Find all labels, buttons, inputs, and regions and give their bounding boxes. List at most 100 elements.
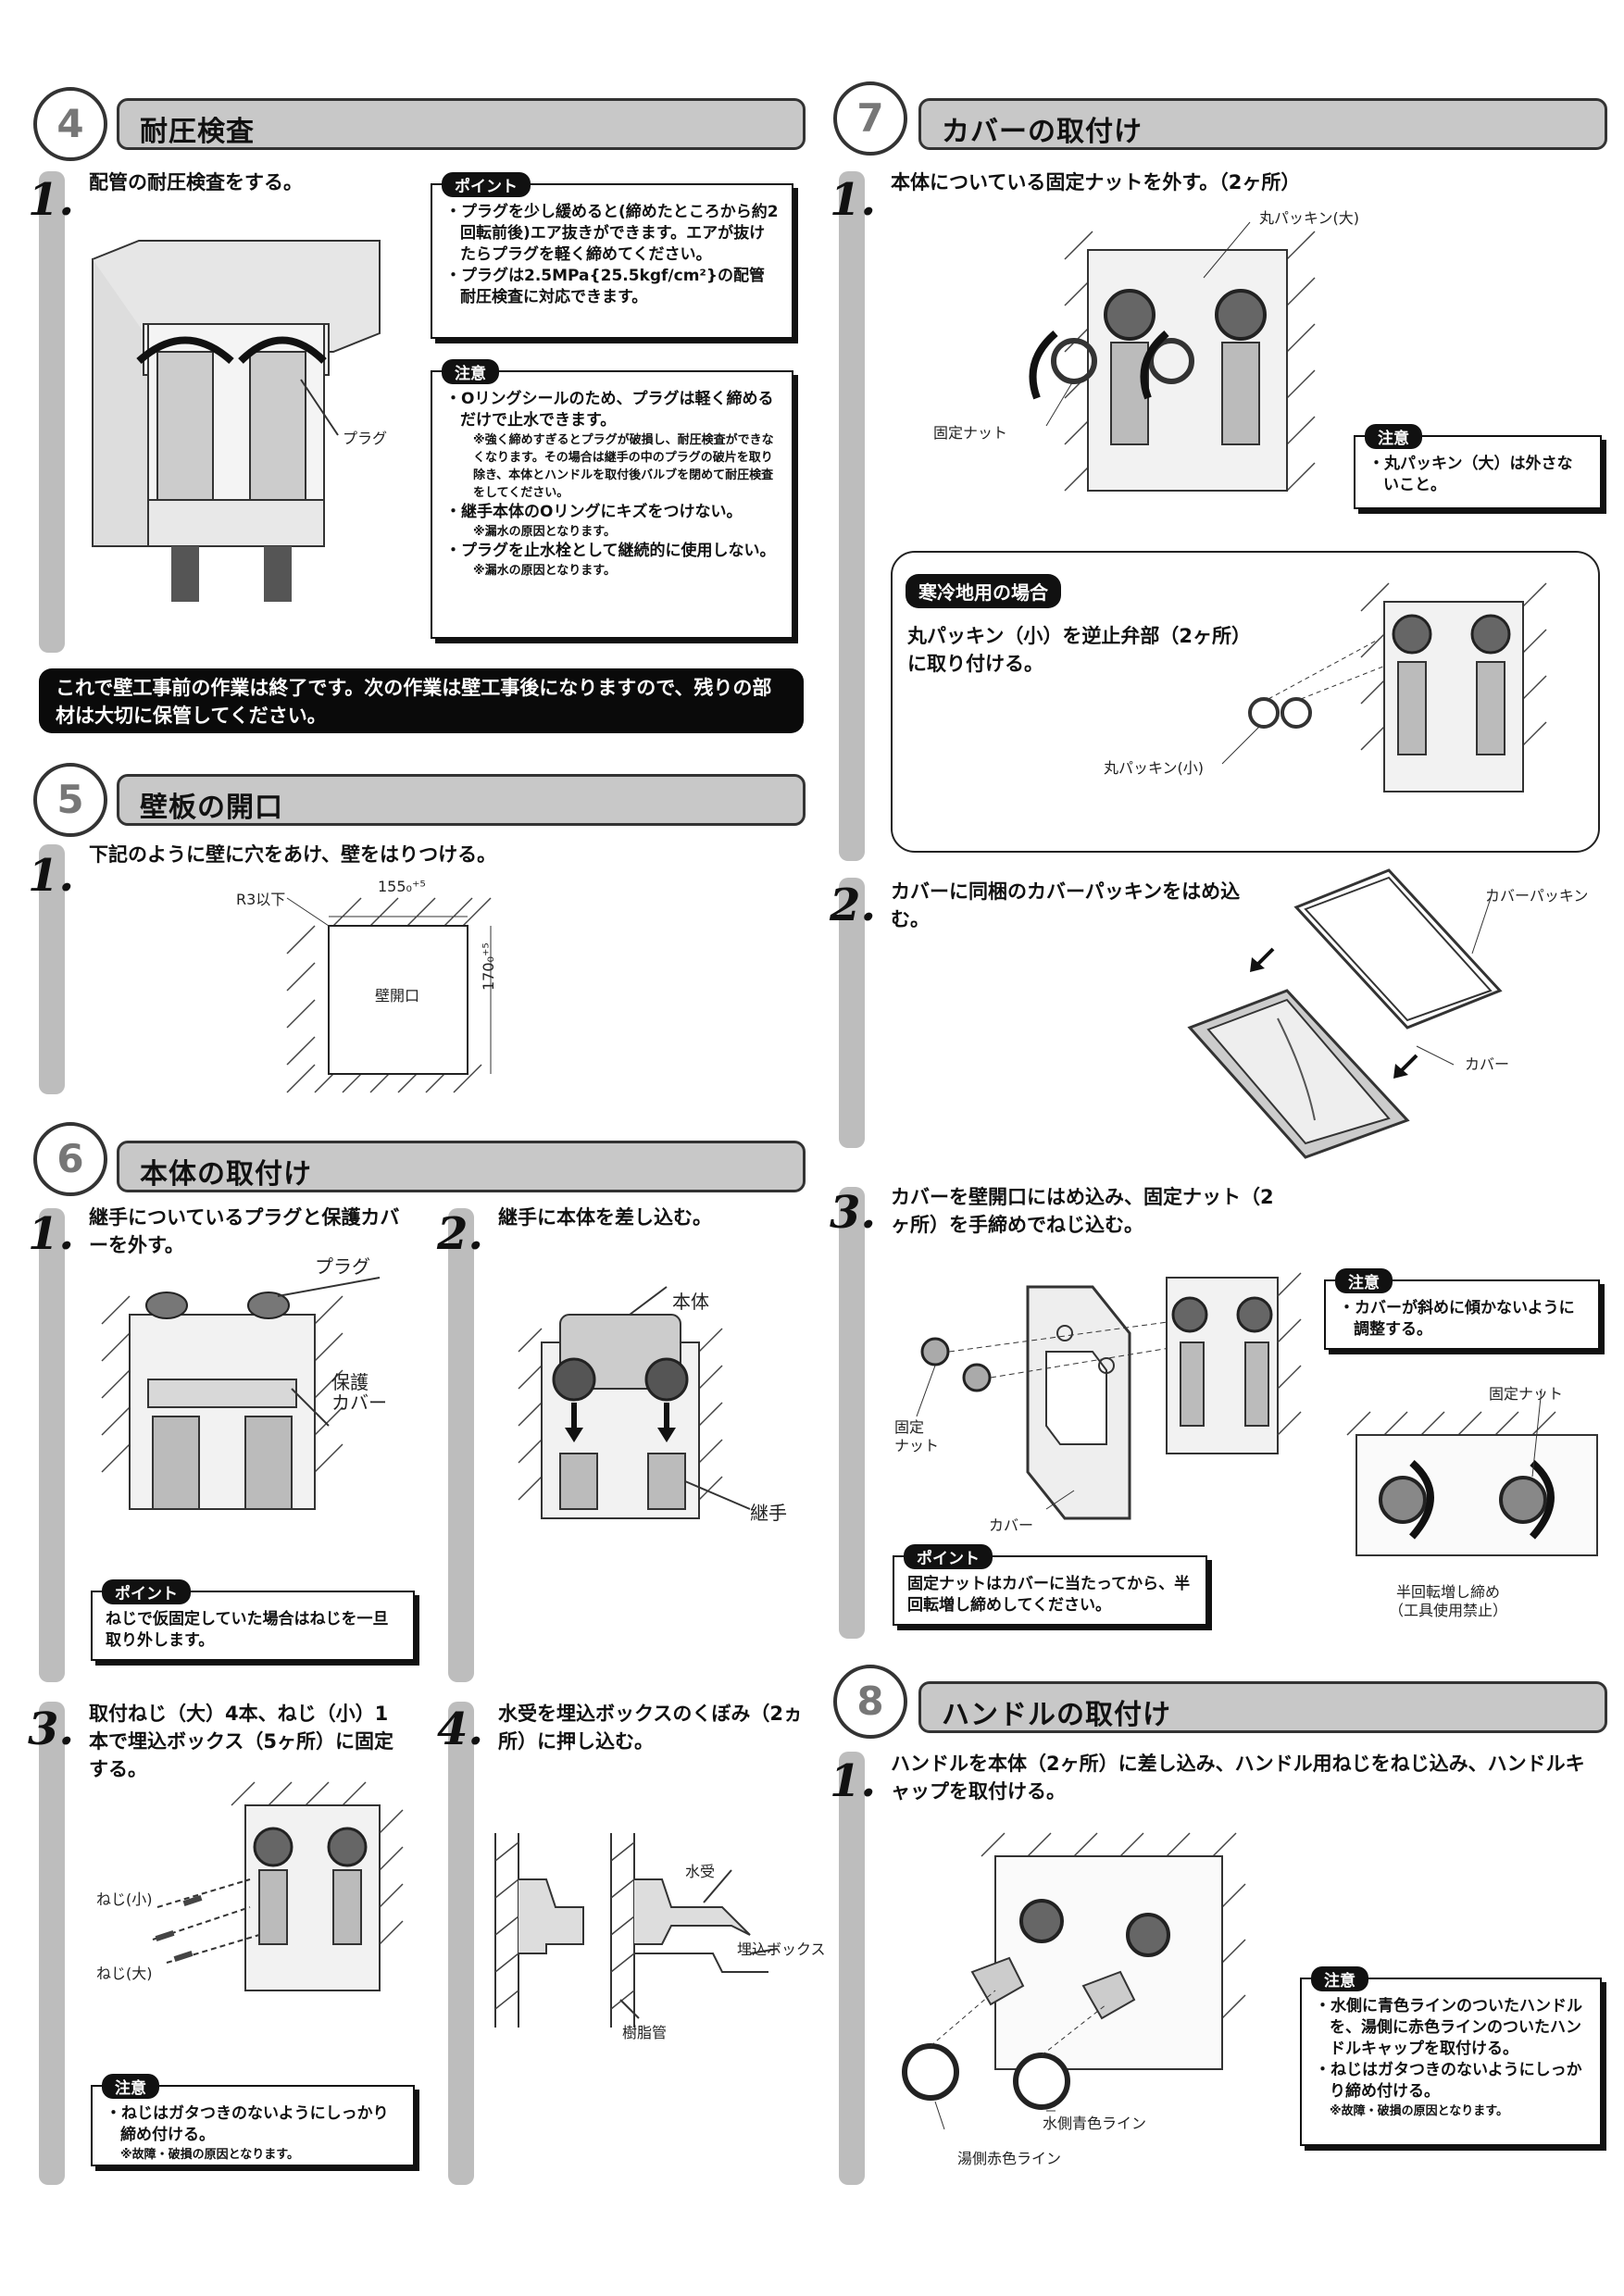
s7-step2-text: カバーに同梱のカバーパッキンをはめ込む。 (891, 880, 1241, 930)
section-5-header: 壁板の開口 (117, 774, 806, 826)
s4-completion-banner: これで壁工事前の作業は終了です。次の作業は壁工事後になりますので、残りの部材は大… (39, 668, 804, 733)
s7-caution3-box: 注意 ・カバーが斜めに傾かないように調整する。 (1324, 1268, 1600, 1350)
s7-cold-region-text: 丸パッキン（小）を逆止弁部（2ヶ所）に取り付ける。 (907, 625, 1251, 675)
s6-label-joint: 継手 (750, 1502, 787, 1524)
section-5-sidebar (39, 844, 65, 1094)
wall-opening-diagram (286, 897, 492, 1093)
s7-label-packing-small: 丸パッキン(小) (1104, 759, 1205, 777)
s7-caution1-item: ・丸パッキン（大）は外さないこと。 (1368, 455, 1573, 494)
s5-step1-number: 1. (28, 850, 75, 902)
s6-label-box: 埋込ボックス (737, 1940, 826, 1958)
s7-step1-text: 本体についている固定ナットを外す。（2ヶ所） (891, 171, 1301, 193)
s5-label-width: 155₀⁺⁵ (378, 878, 426, 895)
s6-point-box: ポイント ねじで仮固定していた場合はねじを一旦取り外します。 (91, 1579, 415, 1661)
s7-label-cover: カバー (1465, 1055, 1510, 1073)
section-4-title: 耐圧検査 (140, 116, 255, 148)
s7-label-packing-large: 丸パッキン(大) (1259, 209, 1360, 227)
half-turn-illustration (1346, 1388, 1598, 1556)
s7-point-tag: ポイント (904, 1544, 993, 1569)
s8-caution-item-1: ・水側に青色ラインのついたハンドルを、湯側に赤色ラインのついたハンドルキャップを… (1315, 1997, 1582, 2058)
section-4-header: 耐圧検査 (117, 98, 806, 150)
s4-point-box: ポイント ・プラグを少し緩めると(締めたところから約2回転前後)エア抜きができま… (431, 172, 793, 339)
s6-step1-sidebar (39, 1208, 65, 1682)
remove-nut-illustration (1029, 221, 1316, 492)
s7-point-box: ポイント 固定ナットはカバーに当たってから、半回転増し締めしてください。 (893, 1544, 1207, 1626)
s7-label-nut: 固定ナット (933, 424, 1008, 442)
s6-step1-number: 1. (28, 1208, 75, 1260)
s6-step4-number: 4. (437, 1703, 484, 1755)
s8-caution-sub: ※故障・破損の原因となります。 (1330, 2104, 1508, 2118)
water-tray-illustration (494, 1833, 779, 2028)
s7-label-halfturn: 半回転増し締め （工具使用禁止） (1389, 1583, 1508, 1619)
s8-caution-item-2: ・ねじはガタつきのないようにしっかり締め付ける。 (1315, 2061, 1582, 2101)
s8-step1-sidebar (839, 1752, 865, 2185)
s6-label-screw-small: ねじ(小) (96, 1890, 153, 1908)
s4-point-item-1: ・プラグを少し緩めると(締めたところから約2回転前後)エア抜きができます。エアが… (445, 203, 779, 264)
cover-install-illustration (916, 1272, 1302, 1520)
s6-step2-text: 継手に本体を差し込む。 (498, 1206, 712, 1229)
section-7-title: カバーの取付け (942, 116, 1143, 148)
s7-step2-number: 2. (830, 880, 877, 931)
s4-point-item-2: ・プラグは2.5MPa{25.5kgf/cm²}の配管耐圧検査に対応できます。 (445, 267, 765, 306)
section-7-number: 7 (833, 81, 907, 156)
s6-step4-sidebar (448, 1702, 474, 2185)
section-8-header: ハンドルの取付け (918, 1681, 1607, 1733)
s7-step2-sidebar (839, 878, 865, 1148)
section-6-header: 本体の取付け (117, 1141, 806, 1192)
s5-label-height: 170₀⁺⁵ (480, 942, 497, 991)
s8-step1-number: 1. (830, 1755, 877, 1807)
s5-step1-text: 下記のように壁に穴をあけ、壁をはりつける。 (89, 843, 497, 866)
s8-label-red: 湯側赤色ライン (957, 2150, 1062, 2167)
s6-caution-tag: 注意 (102, 2074, 159, 2099)
cover-packing-illustration (1187, 868, 1503, 1159)
s6-step1-text: 継手についているプラグと保護カバーを外す。 (89, 1206, 400, 1256)
s7-label-nut3: 固定ナット (1489, 1385, 1564, 1403)
s4-caution-tag: 注意 (442, 359, 499, 384)
s6-step2-sidebar (448, 1208, 474, 1682)
s7-point-text: 固定ナットはカバーに当たってから、半回転増し締めしてください。 (907, 1575, 1191, 1615)
s6-step3-text: 取付ねじ（大）4本、ねじ（小）1本で埋込ボックス（5ヶ所）に固定する。 (89, 1703, 394, 1780)
s4-caution-sub-2: ※漏水の原因となります。 (473, 525, 616, 539)
s4-point-tag: ポイント (442, 172, 531, 197)
small-packing-illustration (1221, 582, 1547, 792)
section-7-header: カバーの取付け (918, 98, 1607, 150)
s7-cold-region-tag: 寒冷地用の場合 (906, 574, 1061, 608)
s4-label-plug: プラグ (343, 430, 388, 447)
insert-body-illustration (518, 1286, 751, 1519)
handle-install-illustration (902, 1832, 1246, 2130)
s6-point-text: ねじで仮固定していた場合はねじを一旦取り外します。 (106, 1610, 389, 1650)
s7-step3-text: カバーを壁開口にはめ込み、固定ナット（2ヶ所）を手締めでねじ込む。 (891, 1186, 1274, 1236)
s5-label-r3: R3以下 (236, 891, 286, 908)
s8-label-blue: 水側青色ライン (1043, 2115, 1147, 2132)
s7-label-cover-packing: カバーパッキン (1485, 887, 1589, 905)
s6-label-screw-large: ねじ(大) (96, 1965, 153, 1982)
s4-caution-item-1: ・Oリングシールのため、プラグは軽く締めるだけで止水できます。 (445, 390, 774, 430)
s6-step2-number: 2. (437, 1208, 484, 1260)
s6-label-tray: 水受 (685, 1863, 716, 1880)
pressure-test-illustration (92, 240, 381, 602)
section-6-number: 6 (33, 1122, 107, 1196)
s8-step1-text: ハンドルを本体（2ヶ所）に差し込み、ハンドル用ねじをねじ込み、ハンドルキャップを… (891, 1753, 1585, 1803)
s7-label-cover2: カバー (989, 1516, 1034, 1534)
s6-label-plug: プラグ (315, 1255, 370, 1278)
s6-label-body: 本体 (672, 1291, 709, 1313)
s7-label-nut2: 固定 ナット (894, 1418, 940, 1454)
s6-point-tag: ポイント (102, 1579, 191, 1604)
s6-step4-text: 水受を埋込ボックスのくぼみ（2ヵ所）に押し込む。 (498, 1703, 803, 1753)
s4-step1-number: 1. (28, 174, 75, 226)
s7-caution3-tag: 注意 (1335, 1268, 1393, 1293)
s7-step3-sidebar (839, 1187, 865, 1639)
s7-step1-number: 1. (830, 174, 877, 226)
section-4-number: 4 (33, 87, 107, 161)
s6-caution-box: 注意 ・ねじはガタつきのないようにしっかり締め付ける。 ※故障・破損の原因となり… (91, 2074, 415, 2166)
s4-caution-sub-1: ※強く締めすぎるとプラグが破損し、耐圧検査ができなくなります。その場合は継手の中… (473, 433, 774, 500)
s4-step1-text: 配管の耐圧検査をする。 (89, 171, 303, 193)
s6-step3-sidebar (39, 1702, 65, 2185)
s6-caution-item: ・ねじはガタつきのないようにしっかり締め付ける。 (106, 2104, 389, 2144)
s6-label-cover: 保護 カバー (331, 1371, 387, 1414)
fix-screws-illustration (152, 1781, 404, 1991)
s4-caution-item-2: ・継手本体のOリングにキズをつけない。 (445, 503, 743, 521)
s7-step3-number: 3. (830, 1187, 877, 1239)
section-4-sidebar (39, 171, 65, 653)
section-5-number: 5 (33, 763, 107, 837)
